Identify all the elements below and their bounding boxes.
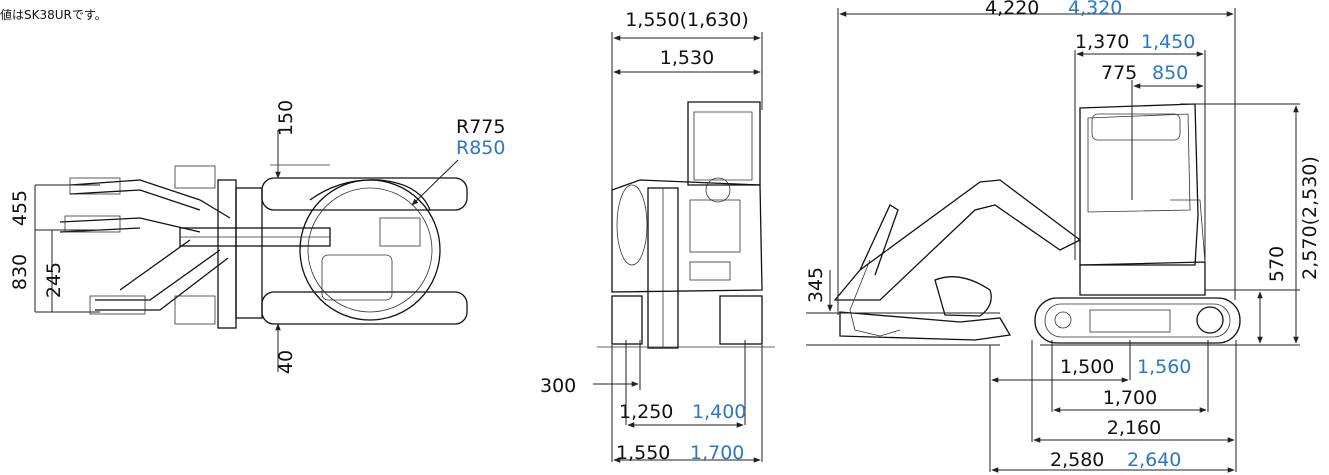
dim-570: 570 xyxy=(1266,246,1288,282)
dim-830: 830 xyxy=(9,254,31,290)
dim-245: 245 xyxy=(43,262,65,298)
dim-2160: 2,160 xyxy=(1107,417,1161,439)
side-track xyxy=(1034,297,1241,344)
dim-r850: R850 xyxy=(456,137,505,159)
dim-40: 40 xyxy=(275,350,297,374)
side-view: 4,220 4,320 1,370 1,450 775 850 345 570 … xyxy=(805,0,1321,473)
dim-4220: 4,220 xyxy=(985,0,1039,19)
dim-4220-blue: 4,320 xyxy=(1068,0,1122,19)
dim-1500: 1,500 xyxy=(1060,356,1114,378)
side-boom xyxy=(833,179,1082,301)
front-view: 1,550(1,630) 1,530 300 1,250 1,400 1,550… xyxy=(540,9,775,464)
dim-345: 345 xyxy=(805,267,827,303)
side-cab xyxy=(1079,103,1199,266)
upper-structure xyxy=(299,179,441,321)
dim-1700: 1,700 xyxy=(1103,387,1157,409)
dim-2580: 2,580 xyxy=(1050,449,1104,471)
dim-775: 775 xyxy=(1101,62,1137,84)
front-cab xyxy=(687,101,761,186)
dim-r775: R775 xyxy=(456,116,505,138)
dim-1370: 1,370 xyxy=(1075,31,1129,53)
dim-775-blue: 850 xyxy=(1152,62,1188,84)
spec-note: 値はSK38URです。 xyxy=(0,8,107,22)
dim-1370-blue: 1,450 xyxy=(1141,31,1195,53)
dim-1530: 1,530 xyxy=(660,47,714,69)
dim-1250-blue: 1,400 xyxy=(692,401,746,423)
dim-1500-blue: 1,560 xyxy=(1137,356,1191,378)
dim-front-width-top: 1,550(1,630) xyxy=(625,9,749,31)
top-track-upper xyxy=(261,177,468,211)
dim-2580-blue: 2,640 xyxy=(1127,449,1181,471)
dim-2570: 2,570(2,530) xyxy=(1299,156,1321,280)
dim-1250: 1,250 xyxy=(619,401,673,423)
dim-1550: 1,550 xyxy=(616,442,670,464)
dim-150: 150 xyxy=(275,100,297,136)
dim-1550-blue: 1,700 xyxy=(690,442,744,464)
dim-455: 455 xyxy=(9,190,31,226)
dim-300: 300 xyxy=(540,375,576,397)
top-view: 455 830 245 150 40 R775 R850 xyxy=(9,100,505,374)
